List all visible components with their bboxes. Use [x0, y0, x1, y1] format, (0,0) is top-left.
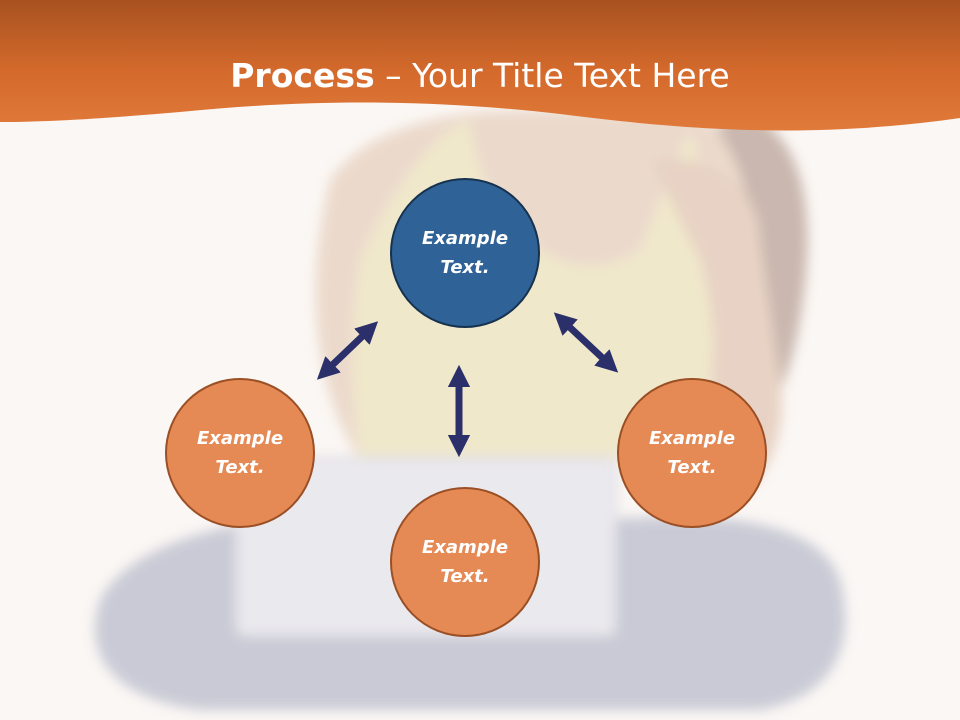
node-bottom-line1: Example: [421, 537, 509, 558]
node-right-line1: Example: [648, 428, 736, 449]
header-band: [0, 0, 960, 131]
slide-title: Process – Your Title Text Here: [0, 52, 960, 100]
node-left: Example Text.: [165, 378, 315, 528]
node-top-line1: Example: [421, 228, 509, 249]
node-right-line2: Text.: [667, 457, 717, 478]
title-bold: Process: [230, 56, 375, 95]
node-left-line1: Example: [196, 428, 284, 449]
node-bottom: Example Text.: [390, 487, 540, 637]
title-rest: Your Title Text Here: [412, 56, 730, 95]
title-separator: –: [374, 56, 413, 95]
node-left-line2: Text.: [215, 457, 265, 478]
node-bottom-line2: Text.: [440, 566, 490, 587]
node-top-line2: Text.: [440, 257, 490, 278]
node-top: Example Text.: [390, 178, 540, 328]
node-right: Example Text.: [617, 378, 767, 528]
